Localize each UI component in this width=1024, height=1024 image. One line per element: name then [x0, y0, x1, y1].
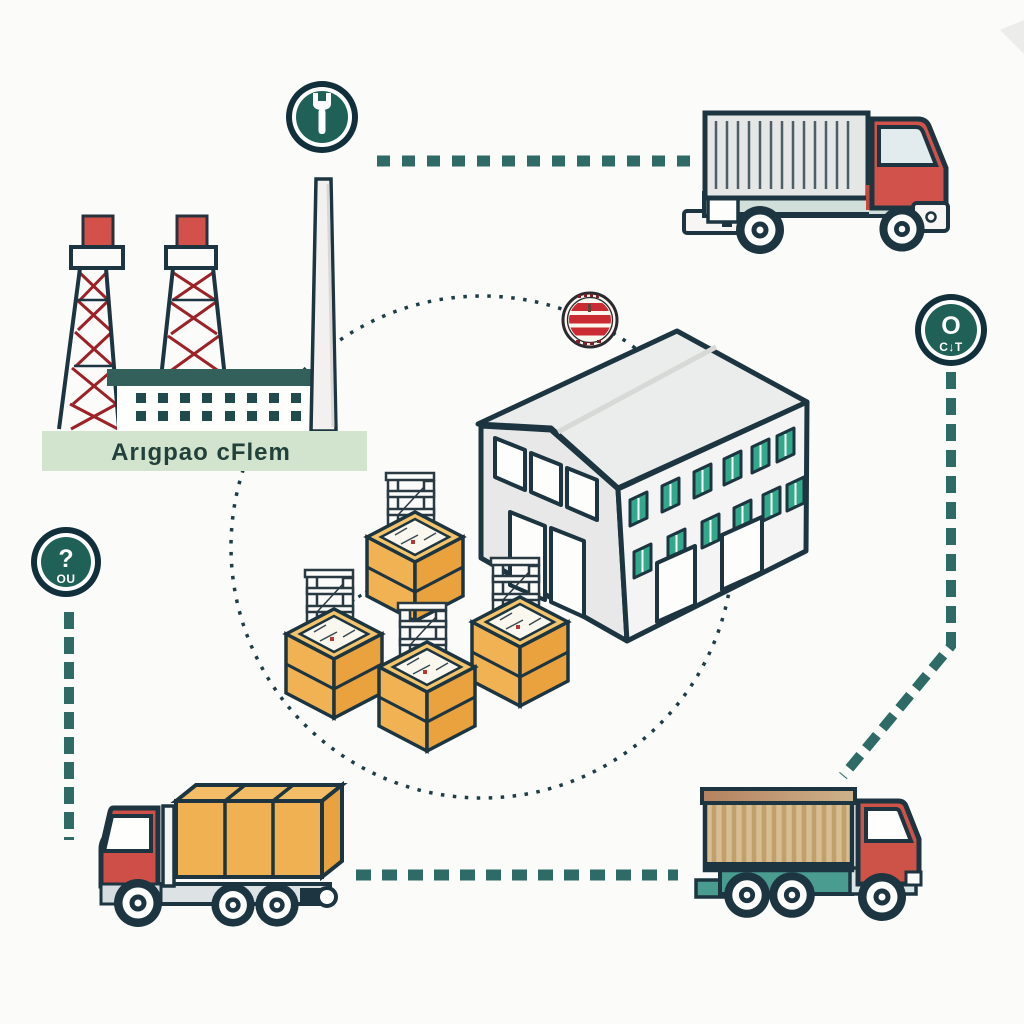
wheel [114, 879, 162, 927]
wrench-icon [313, 93, 331, 134]
wheel [255, 883, 299, 927]
derrick-tower-left [57, 214, 125, 431]
chimney [309, 177, 338, 433]
cab-window [877, 125, 939, 167]
dashed-connectors [64, 155, 956, 881]
badge-left-line1: ? [58, 545, 73, 573]
badge-right-line2: C↓T [939, 340, 963, 354]
truck-top-right [682, 110, 950, 254]
side-doors [655, 515, 764, 624]
red-striped-seal-icon [561, 291, 619, 349]
factory-label: Arıgpao cFlem [111, 439, 291, 466]
wheel [879, 206, 925, 252]
derrick-tower-right [159, 214, 227, 379]
cargo-boxes [170, 780, 348, 882]
truck-bottom-right [694, 787, 923, 921]
factory: Arıgpao cFlem [42, 177, 367, 471]
container [700, 787, 857, 873]
side-windows-lower [632, 475, 806, 580]
badge-right-line1: O [941, 312, 960, 340]
roof-ridge [556, 344, 718, 435]
factory-hall [117, 385, 313, 432]
container [702, 110, 871, 201]
factory-roof-band [107, 369, 321, 386]
corner-decorative-sliver [1000, 20, 1024, 54]
truck-bottom-left [98, 780, 348, 927]
cab-window [864, 807, 914, 843]
warehouse [475, 328, 810, 644]
badge-left-line2: OU [57, 572, 76, 586]
crate-cluster [284, 471, 570, 753]
side-windows-upper [628, 426, 796, 528]
wheel [858, 873, 906, 921]
badge-top-process [286, 81, 358, 153]
badge-left: ? OU [31, 527, 101, 597]
wheel [211, 883, 255, 927]
wheel [769, 872, 815, 918]
badge-right: O C↓T [915, 294, 987, 366]
cab-window [101, 814, 153, 853]
crate-bottom [377, 601, 477, 753]
wheel [736, 206, 784, 254]
connector-right [839, 372, 956, 780]
crate-top [365, 471, 465, 623]
factory-platform [42, 431, 367, 471]
factory-windows [136, 393, 301, 421]
gable-windows [493, 436, 599, 522]
wheel [724, 872, 770, 918]
